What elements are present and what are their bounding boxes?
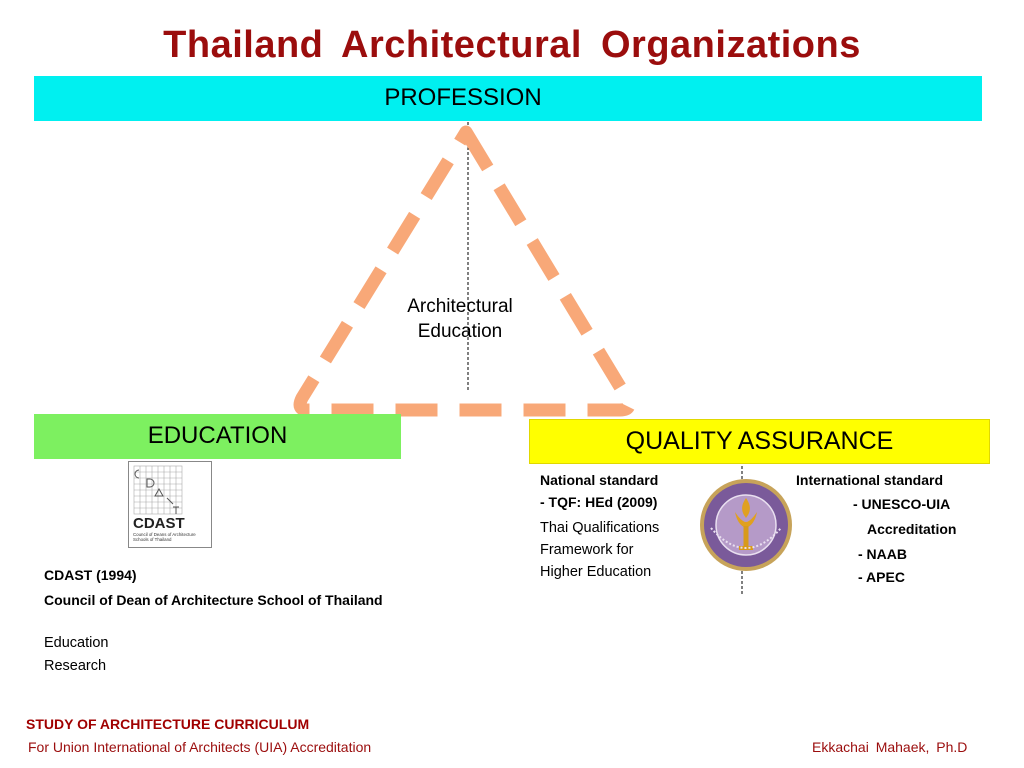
quality-label: QUALITY ASSURANCE [625, 427, 894, 455]
national-standard-heading: National standard [540, 472, 659, 488]
center-line-2: Education [417, 321, 503, 342]
cdast-logo-text: CDAST [133, 515, 185, 532]
cdast-year: CDAST (1994) [44, 567, 137, 583]
cdast-logo-graphic: CDAST Council of Deans of Architecture S… [133, 465, 196, 542]
ohec-seal-icon [699, 478, 793, 572]
tqf-desc-3: Higher Education [540, 564, 652, 580]
footer-author: Ekkachai Mahaek, Ph.D [812, 739, 968, 755]
tqf-desc-2: Framework for [540, 542, 634, 558]
triangle-shape [293, 125, 636, 417]
unesco-uia-item: - UNESCO-UIA [853, 496, 951, 512]
education-bar: EDUCATION [34, 414, 401, 459]
unesco-uia-accreditation: Accreditation [867, 521, 957, 537]
cdast-role-research: Research [44, 658, 107, 674]
international-standard-heading: International standard [796, 472, 944, 488]
cdast-full-name: Council of Dean of Architecture School o… [44, 592, 383, 608]
education-label: EDUCATION [147, 422, 288, 449]
profession-bar: PROFESSION [34, 76, 982, 121]
cdast-logo-caption-1: Council of Deans of Architecture [133, 532, 196, 537]
quality-assurance-bar: QUALITY ASSURANCE [529, 419, 990, 464]
tqf-item: - TQF: HEd (2009) [540, 494, 658, 510]
apec-item: - APEC [858, 569, 905, 585]
cdast-logo-caption-2: Schools of Thailand [133, 537, 172, 542]
footer-subtitle: For Union International of Architects (U… [28, 739, 372, 755]
naab-item: - NAAB [858, 546, 907, 562]
cdast-logo: CDAST Council of Deans of Architecture S… [128, 461, 212, 548]
cdast-role-education: Education [44, 635, 109, 651]
center-line-1: Architectural [407, 296, 513, 317]
architectural-education-label: Architectural Education [380, 294, 540, 344]
profession-label: PROFESSION [384, 84, 542, 111]
tqf-desc-1: Thai Qualifications [540, 520, 660, 536]
footer-title: STUDY OF ARCHITECTURE CURRICULUM [26, 716, 310, 732]
page-title: Thailand Architectural Organizations [163, 24, 861, 66]
